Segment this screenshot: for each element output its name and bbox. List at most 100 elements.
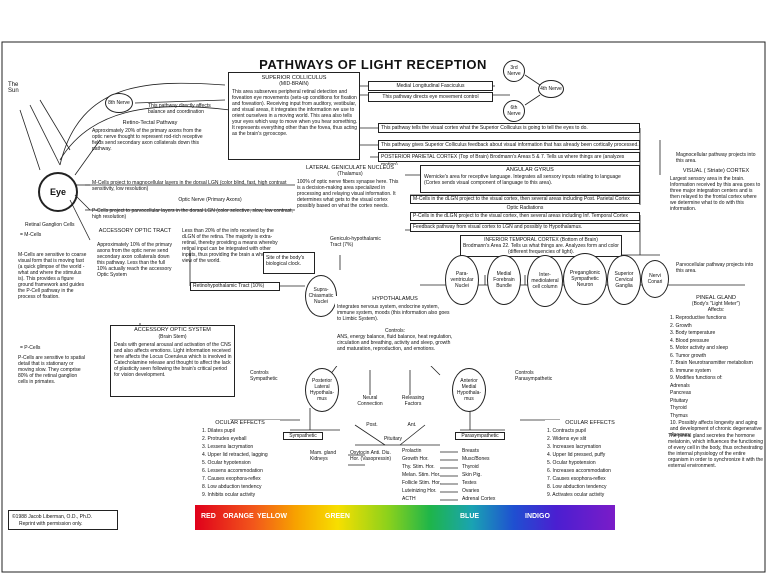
pineal-text: The pineal gland secretes the hormone me…	[668, 433, 764, 469]
m-cells-project-text: M-Cells project to magnocellular layers …	[92, 180, 287, 192]
medial-longitudinal-box: Medial Longitudinal Fasciculus	[368, 81, 493, 91]
accessory-optic-tract-box: ACCESSORY OPTIC TRACT Approximately 10% …	[95, 228, 175, 323]
ocular-left-item: 1. Dilates pupil	[202, 428, 235, 434]
posterior-lateral-label: Posterior Lateral Hypothala-mus	[309, 378, 335, 402]
ocular-right-item: 9. Activates ocular activity	[547, 492, 605, 498]
angular-gyrus-title: ANGULAR GYRUS	[506, 167, 554, 173]
light-spectrum-bar: RED ORANGE YELLOW GREEN BLUE INDIGO	[195, 505, 615, 530]
post-label: Post.	[366, 422, 378, 428]
hormone-item: Melan. Stim. Hor.	[402, 472, 441, 478]
copyright-text: ©1988 Jacob Liberman, O.D., Ph.D.	[12, 514, 93, 520]
p-cells-label: = P-Cells	[20, 345, 41, 351]
anterior-medial-label: Anterior Medial Hypothala-mus	[456, 378, 482, 402]
pineal-effect-item: Thymus	[670, 412, 688, 419]
eye-movement-box: This pathway directs eye movement contro…	[368, 92, 493, 102]
target-item: Breasts	[462, 448, 479, 454]
visual-cortex-box: VISUAL ( Striate) CORTEX Largest sensory…	[668, 168, 764, 256]
tells-visual-cortex-box: This pathway tells the visual cortex wha…	[378, 123, 640, 133]
preganglionic-node: Preganglionic Sympathetic Neuron	[563, 253, 607, 305]
medial-forebrain-label: Medial Forebrain Bundle	[493, 271, 515, 289]
pituitary-label: Pituitary	[383, 436, 403, 442]
lgn-title: LATERAL GENICULATE NUCLEUS	[306, 165, 394, 171]
sixth-nerve-label: 6th Nerve	[507, 105, 521, 117]
pineal-effect-item: Adrenals	[670, 382, 690, 389]
pineal-effect-item: 6. Tumor growth	[670, 352, 707, 359]
copyright-box: ©1988 Jacob Liberman, O.D., Ph.D. Reprin…	[8, 510, 118, 530]
ocular-right-item: 1. Contracts pupil	[547, 428, 586, 434]
mam-gland-kidneys: Mam. gland Kidneys	[310, 450, 337, 462]
feedback-hypo-box: Feedback pathway from visual cortex to L…	[410, 223, 640, 232]
geniculo-hypo-label: Geniculo-hypothalamic Tract (7%)	[330, 236, 381, 248]
accessory-optic-system-subtitle: (Brain Stem)	[158, 334, 187, 340]
ant-label: Ant.	[407, 422, 417, 428]
m-cells-description: M-Cells are sensitive to coarse visual f…	[18, 252, 87, 300]
m-dlgn-box: M-Cells in the dLGN project to the visua…	[410, 195, 640, 204]
sixth-nerve-node: 6th Nerve	[503, 100, 525, 122]
target-item: Adrenal Cortex	[462, 496, 496, 502]
retino-tectal-text: Approximately 20% of the primary axons f…	[92, 128, 203, 152]
controls-parasympathetic-label: Controls Parasympathetic	[515, 370, 553, 382]
hypothalamus-controls-text: ANS, energy balance, fluid balance, heat…	[337, 334, 453, 352]
m-cells-label: = M-Cells	[20, 232, 42, 238]
preganglionic-label: Preganglionic Sympathetic Neuron	[569, 270, 601, 288]
releasing-factors-label: Releasing Factors	[401, 395, 425, 407]
ocular-left-item: 6. Lessens accommodation	[202, 468, 263, 474]
third-nerve-node: 3rd Nerve	[503, 60, 525, 82]
supra-chiasmatic-label: Supra-Chiasmatic Nuclei	[308, 287, 334, 305]
hormone-item: Follicle Stim. Hor.	[402, 480, 441, 486]
inferior-temporal-text: Brodmann's Area 22. Tells us what things…	[463, 243, 619, 255]
controls-sympathetic-label: Controls Sympathetic	[250, 370, 278, 382]
eye-label: Eye	[49, 187, 66, 197]
eye-icon	[38, 172, 78, 212]
hypothalamus-box: HYPOTHALAMUS Integrates nervous system, …	[335, 296, 455, 366]
ocular-left-item: 7. Causes exophora-reflex	[202, 476, 261, 482]
retinal-ganglion-label: Retinal Ganglion Cells	[25, 222, 75, 228]
medial-forebrain-node: Medial Forebrain Bundle	[487, 255, 521, 305]
ocular-right-item: 7. Causes esophora-reflex	[547, 476, 606, 482]
site-clock-box: Site of the body's biological clock.	[263, 252, 315, 274]
lgn-box: LATERAL GENICULATE NUCLEUS (Thalamus) 10…	[295, 165, 405, 233]
optic-nerve-label: Optic Nerve (Primary Axons)	[178, 197, 242, 203]
hormone-item: Growth Hor.	[402, 456, 429, 462]
pineal-title: PINEAL GLAND	[696, 295, 736, 301]
hormone-item: Thy. Stim. Hor.	[402, 464, 435, 470]
spectrum-blue: BLUE	[460, 513, 480, 520]
spectrum-indigo: INDIGO	[525, 513, 550, 520]
reprint-text: Reprint with permission only.	[19, 521, 83, 527]
anterior-medial-node: Anterior Medial Hypothala-mus	[452, 368, 486, 412]
angular-gyrus-box: ANGULAR GYRUS Wernicke's area for recept…	[420, 165, 640, 193]
pineal-effect-item: Pancreas	[670, 390, 692, 396]
ocular-left-title: OCULAR EFFECTS	[215, 420, 265, 426]
neural-connection-label: Neural Connection	[357, 395, 383, 407]
hormone-item: Prolactin	[402, 448, 422, 454]
ocular-right-item: 5. Ocular hypotension	[547, 460, 596, 466]
ocular-left-item: 9. Inhibits ocular activity	[202, 492, 256, 498]
superior-cervical-node: Superior Cervical Ganglia	[607, 255, 641, 305]
ocular-left-item: 4. Upper lid retracted, lagging	[202, 452, 268, 458]
oxytocin-label: Oxytocin Anti. Diu. Hor. (Vasopressin)	[350, 450, 392, 462]
spectrum-green: GREEN	[325, 513, 350, 520]
visual-cortex-text: Largest sensory area in the brain. Infor…	[670, 176, 761, 212]
supra-chiasmatic-node: Supra-Chiasmatic Nuclei	[305, 275, 337, 317]
nervi-conari-node: Nervi Conari	[641, 260, 669, 298]
ocular-left-item: 8. Low abduction tendency	[202, 484, 262, 490]
pineal-effect-item: Pituitary	[670, 397, 689, 404]
superior-cervical-label: Superior Cervical Ganglia	[614, 271, 634, 289]
parvocellular-text: Parvocellular pathway projects into this…	[676, 262, 754, 274]
target-item: Thyroid	[462, 464, 479, 470]
retino-tectal-title: Retino-Tectal Pathway	[122, 120, 178, 126]
parasympathetic-box: Parasympathetic	[455, 432, 505, 440]
fourth-nerve-label: 4th Nerve	[540, 86, 562, 92]
ocular-right-item: 4. Upper lid pressed, puffy	[547, 452, 606, 458]
superior-colliculus-subtitle: (MID-BRAIN)	[279, 81, 309, 87]
ocular-right-title: OCULAR EFFECTS	[565, 420, 615, 426]
p-dlgn-box: P-Cells in the dLGN project to the visua…	[410, 212, 640, 221]
target-item: Testes	[462, 480, 477, 486]
ocular-right-item: 6. Increases accommodation	[547, 468, 611, 474]
accessory-optic-system-title: ACCESSORY OPTIC SYSTEM	[134, 327, 211, 333]
accessory-optic-system-text: Deals with general arousal and activatio…	[114, 342, 232, 378]
ocular-left-item: 2. Protrudes eyeball	[202, 436, 247, 442]
lgn-subtitle: (Thalamus)	[337, 171, 363, 177]
